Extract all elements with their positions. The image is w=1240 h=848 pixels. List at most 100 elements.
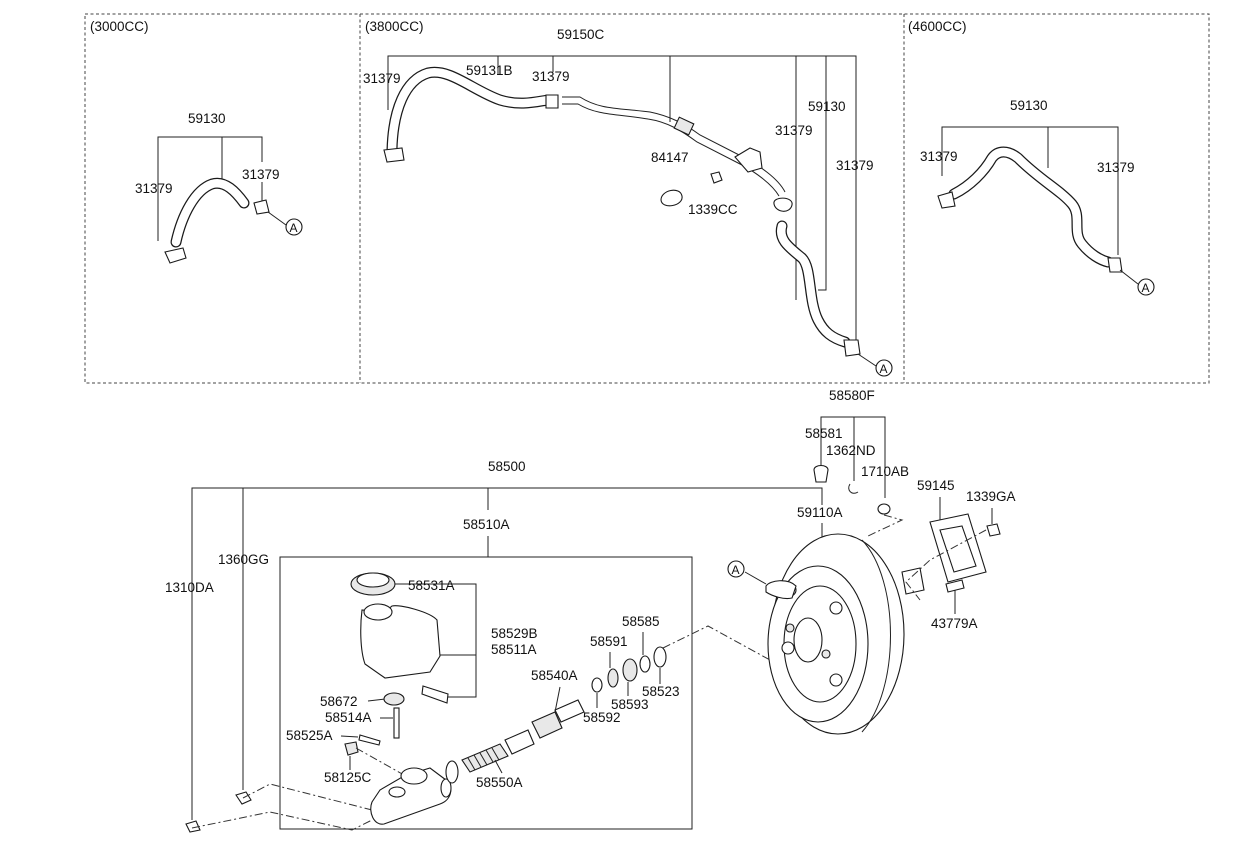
part-label-58540a: 58540A	[531, 668, 578, 683]
part-label-58510a: 58510A	[463, 517, 510, 532]
leader-59150c	[387, 55, 857, 345]
master-cylinder-bore	[440, 778, 452, 798]
ring-58585	[639, 655, 651, 673]
ref-marker-a: A	[290, 221, 298, 235]
ref-marker-circle	[727, 560, 745, 578]
grommet-58672	[383, 692, 405, 706]
part-label-31379: 31379	[775, 123, 813, 138]
snap-ring-58523	[653, 646, 667, 668]
leader-59130	[157, 136, 263, 241]
part-label-1360gg: 1360GG	[218, 552, 269, 567]
variant-panel-frame	[84, 13, 1210, 384]
variant-label-4600cc: (4600CC)	[908, 19, 967, 34]
part-label-58593: 58593	[611, 697, 649, 712]
leader-58540a	[554, 686, 561, 713]
snap-ring	[445, 760, 459, 784]
tube-connector	[673, 116, 695, 136]
booster-hole	[829, 601, 843, 615]
mounting-line	[191, 783, 373, 831]
leader-ref-a	[1119, 269, 1139, 285]
booster-alignment-line	[662, 625, 771, 661]
ref-marker-a: A	[1142, 281, 1150, 295]
part-label-58125c: 58125C	[324, 770, 372, 785]
panel-3800cc: 59150C 31379 59131B 31379 59130 31379 84…	[363, 27, 893, 377]
part-label-58581: 58581	[805, 426, 843, 441]
booster-hole	[829, 673, 843, 687]
part-label-31379: 31379	[135, 181, 173, 196]
master-cylinder-box	[279, 556, 693, 830]
leader-seals	[596, 632, 661, 708]
panel-4600cc: 59130 31379 31379 A	[920, 98, 1155, 296]
hose-clamp	[383, 147, 405, 163]
ref-marker-circle	[875, 359, 893, 377]
leader-58672	[367, 698, 386, 702]
piston-rod	[554, 699, 585, 723]
hose-59130-3800-inner	[776, 221, 850, 347]
part-label-58580f: 58580F	[829, 388, 875, 403]
part-label-59130: 59130	[808, 99, 846, 114]
leader-58580f	[820, 416, 886, 498]
bleeder-line	[355, 747, 405, 776]
booster-center	[793, 617, 823, 663]
spring-58550a	[461, 743, 509, 773]
part-label-31379: 31379	[532, 69, 570, 84]
vacuum-tube-59150c	[562, 103, 780, 197]
master-cylinder-port	[388, 786, 406, 798]
part-label-1310da: 1310DA	[165, 580, 214, 595]
bolt-58525a	[358, 734, 381, 746]
part-label-58523: 58523	[642, 684, 680, 699]
booster-rear-rod	[901, 567, 925, 595]
seal-58591	[607, 668, 619, 688]
part-label-59110a: 59110A	[797, 505, 843, 520]
clip-1362nd	[848, 483, 859, 494]
part-label-58672: 58672	[320, 694, 358, 709]
gasket-alignment-line	[867, 514, 987, 601]
part-label-31379: 31379	[1097, 160, 1135, 175]
brake-booster-assembly: 58580F 58581 1362ND 1710AB 59110A A 5914…	[727, 388, 1016, 735]
secondary-piston-58540a	[531, 711, 563, 739]
leader-58531a	[395, 583, 477, 698]
ref-marker-circle	[285, 218, 303, 236]
panel-3000cc: 59130 31379 31379 A	[135, 111, 303, 264]
variant-label-3000cc: (3000CC)	[90, 19, 149, 34]
part-label-31379: 31379	[363, 71, 401, 86]
part-label-31379: 31379	[836, 158, 874, 173]
nut-1339ga	[986, 523, 1001, 537]
part-label-84147: 84147	[651, 150, 689, 165]
pin-58581	[813, 464, 829, 483]
washer-58592	[591, 677, 603, 693]
bleeder-58125c	[344, 741, 359, 756]
part-label-59150c: 59150C	[557, 27, 605, 42]
check-valve	[660, 189, 683, 207]
booster-seam	[861, 539, 891, 733]
fluid-reservoir	[360, 605, 441, 679]
hose-59131b-inner	[387, 68, 553, 155]
master-cylinder-assembly: 58500 58510A 1360GG 1310DA 58531A 58529B…	[165, 459, 823, 833]
clevis-pin-43779a	[945, 579, 965, 593]
reservoir-cap-top	[356, 572, 390, 588]
ref-marker-a: A	[732, 563, 740, 577]
hose-clamp	[937, 191, 956, 209]
hose-clamp	[773, 197, 793, 212]
part-label-58585: 58585	[622, 614, 660, 629]
tube-bracket	[734, 147, 763, 173]
part-label-58591: 58591	[590, 634, 628, 649]
part-label-1339cc: 1339CC	[688, 202, 738, 217]
spring-coils	[467, 747, 500, 771]
part-label-58529b: 58529B	[491, 626, 538, 641]
part-label-59145: 59145	[917, 478, 955, 493]
booster-stud	[821, 649, 831, 659]
ref-marker-a: A	[880, 362, 888, 376]
leader-59130	[941, 126, 1119, 255]
seal-58593	[622, 658, 638, 682]
hose-clamp	[843, 339, 861, 357]
part-label-59131b: 59131B	[466, 63, 513, 78]
reservoir-neck	[363, 603, 393, 621]
hose-clamp	[164, 247, 187, 264]
top-variant-panels: (3000CC) (3800CC) (4600CC)	[84, 13, 1210, 384]
part-label-1339ga: 1339GA	[966, 489, 1016, 504]
part-label-31379: 31379	[242, 167, 280, 182]
part-label-58514a: 58514A	[325, 710, 372, 725]
gasket-inner	[939, 525, 977, 573]
